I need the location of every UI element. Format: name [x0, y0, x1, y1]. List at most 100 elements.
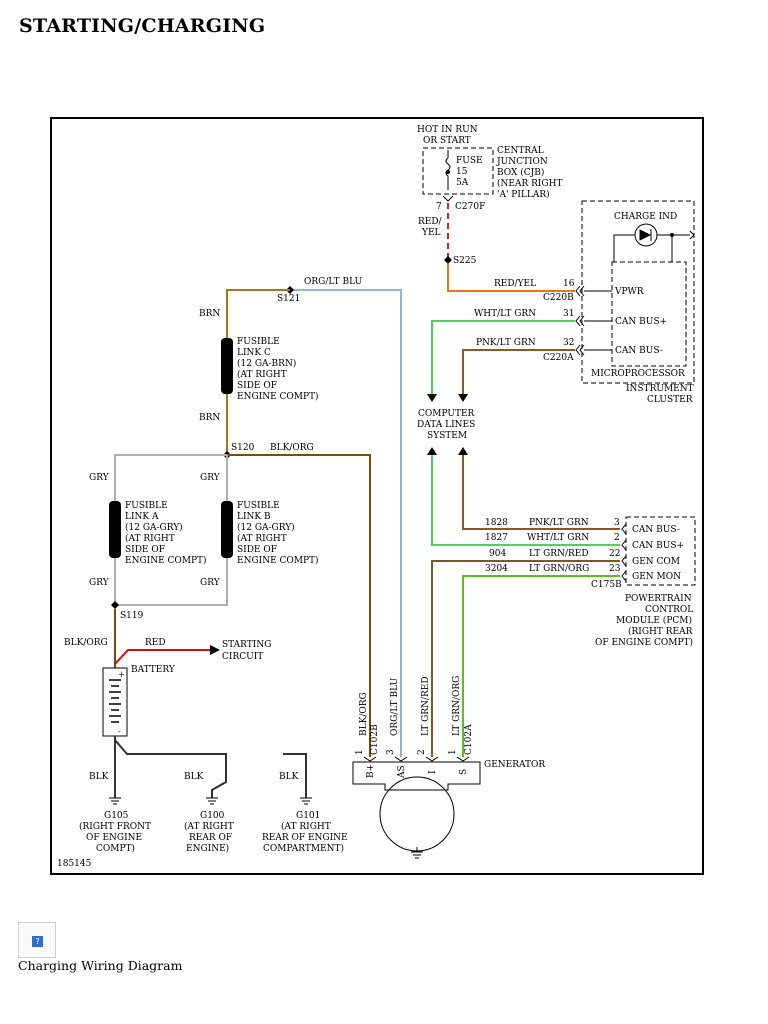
battery-minus: - — [118, 727, 121, 736]
link-c-label-3: (12 GA-BRN) — [237, 358, 296, 369]
fusible-link-c — [221, 338, 233, 394]
diagram-thumbnail[interactable]: ? — [18, 922, 56, 958]
gry-label-b-bottom: GRY — [200, 578, 221, 588]
pcm-row-2-name: CAN BUS+ — [632, 541, 684, 551]
pnk-lt-grn-arrow-top — [458, 394, 468, 402]
link-b-label-6: ENGINE COMPT) — [237, 555, 319, 566]
link-a-label-4: (AT RIGHT — [125, 533, 175, 544]
instrument-cluster-label-2: CLUSTER — [647, 395, 693, 405]
pin-16-label: 16 — [563, 279, 575, 289]
link-b-label-1: FUSIBLE — [237, 501, 280, 511]
pcm-label-2: CONTROL — [645, 605, 693, 615]
s225-splice — [444, 256, 452, 264]
generator-terminal-box — [352, 761, 481, 791]
blk-org-wire-generator — [227, 454, 371, 757]
gen-term-i: I — [428, 770, 438, 774]
cluster-pin-16-connector — [575, 285, 585, 297]
pnk-lt-grn-wire-pcm — [462, 455, 620, 530]
fuse-label: FUSE — [456, 156, 483, 166]
generator-pin-connectors — [363, 756, 470, 762]
g100-label-4: ENGINE) — [186, 843, 229, 854]
link-b-label-4: (AT RIGHT — [237, 533, 287, 544]
pcm-row-3-wire: LT GRN/RED — [529, 549, 589, 559]
pin-32-label: 32 — [563, 338, 574, 348]
generator-symbol — [379, 776, 455, 852]
microprocessor-label: MICROPROCESSOR — [591, 369, 685, 379]
brn-wire-top — [226, 289, 290, 338]
pnk-lt-grn-wire-cluster — [462, 349, 575, 396]
diagram-frame — [50, 117, 704, 875]
pcm-label-1: POWERTRAIN — [625, 594, 692, 604]
pcm-connectors — [621, 523, 627, 582]
starting-circuit-arrow — [210, 645, 220, 655]
broken-image-icon: ? — [32, 936, 43, 947]
microprocessor-box — [611, 261, 687, 367]
fuse-number: 15 — [456, 167, 468, 177]
link-a-label-2: LINK A — [125, 512, 159, 522]
blk-label-g101: BLK — [279, 772, 299, 782]
brn-label-bottom: BRN — [199, 413, 220, 423]
lt-grn-red-wire — [431, 560, 620, 757]
c220a-label: C220A — [543, 353, 574, 363]
gen-wire-2-label: ORG/LT BLU — [390, 677, 400, 736]
battery-label: BATTERY — [131, 665, 176, 675]
link-a-label-6: ENGINE COMPT) — [125, 555, 207, 566]
gen-pin-1-label: 1 — [355, 749, 365, 755]
s119-splice — [111, 601, 119, 609]
blk-ground-wires — [114, 736, 307, 798]
gry-label-b-top: GRY — [200, 473, 221, 483]
blk-label-g100: BLK — [184, 772, 204, 782]
g105-label-1: G105 — [104, 811, 129, 821]
page-title: STARTING/CHARGING — [19, 15, 266, 37]
pcm-row-2-wire: WHT/LT GRN — [527, 533, 589, 543]
link-c-label-2: LINK C — [237, 348, 271, 358]
fusible-link-b — [221, 501, 233, 558]
gry-label-a-top: GRY — [89, 473, 110, 483]
link-b-label-2: LINK B — [237, 512, 271, 522]
pcm-row-4-name: GEN MON — [632, 572, 681, 582]
link-a-label-3: (12 GA-GRY) — [125, 522, 183, 533]
cjb-label-3: BOX (CJB) — [497, 167, 544, 178]
pcm-label-3: MODULE (PCM) — [616, 615, 692, 626]
pcm-row-1-pin: 3 — [614, 518, 620, 528]
red-wire-starting — [114, 649, 212, 665]
gen-wire-4-label: LT GRN/ORG — [452, 676, 462, 736]
wht-lt-grn-wire-cluster — [431, 320, 575, 396]
diagram-caption: Charging Wiring Diagram — [18, 958, 183, 973]
g100-label-2: (AT RIGHT — [184, 821, 234, 832]
cluster-pin-32-connector — [575, 344, 585, 356]
g101-label-2: (AT RIGHT — [281, 821, 331, 832]
charge-ind-wiring — [613, 234, 690, 262]
s120-label: S120 — [231, 443, 255, 453]
pin-7-label: 7 — [436, 202, 442, 212]
gen-term-s: S — [459, 769, 469, 775]
gen-pin-2-label: 2 — [417, 749, 427, 755]
red-yel-vertical-label-1: RED/ — [418, 217, 443, 227]
c175b-label: C175B — [591, 580, 622, 590]
computer-data-lines-label-2: DATA LINES — [417, 420, 475, 430]
ground-symbol-g101 — [300, 797, 312, 805]
link-c-label-4: (AT RIGHT — [237, 369, 287, 380]
pcm-row-3-circuit: 904 — [489, 549, 506, 559]
pcm-label-4: (RIGHT REAR — [628, 626, 693, 637]
pnk-lt-grn-arrow-bottom — [458, 447, 468, 455]
g101-label-3: REAR OF ENGINE — [262, 833, 348, 843]
pcm-row-2-circuit: 1827 — [485, 533, 508, 543]
cjb-label-5: 'A' PILLAR) — [497, 189, 550, 200]
fusible-link-a — [109, 501, 121, 558]
link-c-label-1: FUSIBLE — [237, 337, 280, 347]
link-c-label-5: SIDE OF — [237, 381, 277, 391]
s225-label: S225 — [453, 256, 477, 266]
lt-grn-org-wire — [462, 575, 620, 757]
c270f-connector — [442, 195, 454, 202]
computer-data-lines-label-1: COMPUTER — [418, 409, 475, 419]
fuse-amperage: 5A — [456, 178, 469, 188]
fuse-15-symbol — [445, 150, 451, 190]
gen-term-as: AS — [397, 765, 407, 779]
link-c-label-6: ENGINE COMPT) — [237, 391, 319, 402]
charge-indicator-diode — [639, 229, 652, 241]
red-label: RED — [145, 638, 166, 648]
can-bus-plus-label: CAN BUS+ — [615, 317, 667, 327]
link-a-label-5: SIDE OF — [125, 545, 165, 555]
